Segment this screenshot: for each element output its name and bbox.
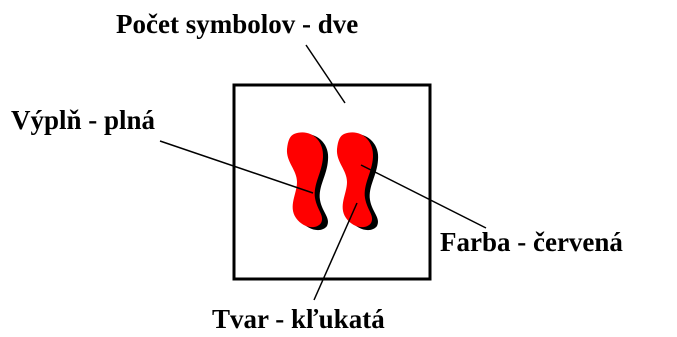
leader-line-count [305,44,346,104]
label-fill: Výplň - plná [11,105,156,135]
label-shape: Tvar - kľukatá [212,304,385,334]
card-border [232,83,432,281]
label-symbol-count: Počet symbolov - dve [116,9,359,39]
symbol-right [336,132,379,231]
leader-line-color [360,164,487,229]
label-color: Farba - červená [440,227,623,257]
symbol-left-shape [286,132,324,228]
leader-line-fill [159,140,314,194]
leader-line-shape [313,202,358,301]
symbol-right-shape [336,132,374,228]
symbol-left [286,132,329,231]
